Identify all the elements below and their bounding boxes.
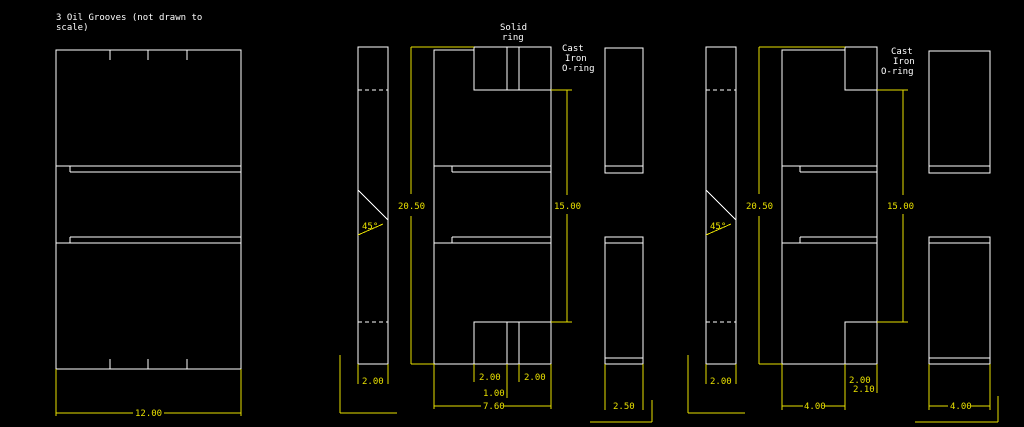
label-oring-b: O-ring (881, 67, 914, 77)
dim-400-a: 4.00 (804, 402, 826, 412)
dim-210: 2.10 (853, 385, 875, 395)
dim-1500-a: 15.00 (554, 202, 581, 212)
label-iron-b: Iron (893, 57, 915, 67)
dim-250: 2.50 (613, 402, 635, 412)
dim-2-b: 2.00 (710, 377, 732, 387)
view-solid-ring: Solid ring Cast Iron O-ring 20.50 15.00 … (398, 23, 595, 412)
dim-760: 7.60 (483, 402, 505, 412)
view-strip-b: 45° 2.00 (687, 46, 745, 414)
label-iron-a: Iron (565, 54, 587, 64)
drawing-title-line2: scale) (56, 23, 89, 33)
dim-1500-b: 15.00 (887, 202, 914, 212)
dim-12: 12.00 (135, 409, 162, 419)
view-ring-pieces-b: 4.00 (915, 50, 999, 423)
dim-2-a: 2.00 (362, 377, 384, 387)
dim-2050-b: 20.50 (746, 202, 773, 212)
dim-angle-b: 45° (710, 222, 726, 232)
view-main-block: 12.00 (55, 49, 242, 419)
dim-2-gap-b: 2.00 (524, 373, 546, 383)
label-cast-b: Cast (891, 47, 913, 57)
dim-400-b: 4.00 (950, 402, 972, 412)
label-ring: ring (502, 33, 524, 43)
block-outline (55, 49, 242, 370)
dim-2-gap-a: 2.00 (479, 373, 501, 383)
drawing-title-line1: 3 Oil Grooves (not drawn to (56, 13, 202, 23)
view-ring-pieces-a: 2.50 (590, 47, 653, 423)
view-strip-a: 45° 2.00 (339, 46, 397, 414)
dim-angle-a: 45° (362, 222, 378, 232)
dim-2-gap-c: 2.00 (849, 376, 871, 386)
view-cast-iron: Cast Iron O-ring 20.50 15.00 2.00 2.10 4… (746, 46, 915, 412)
label-oring-a: O-ring (562, 64, 595, 74)
label-solid: Solid (500, 23, 527, 33)
dim-1: 1.00 (483, 389, 505, 399)
dim-2050-a: 20.50 (398, 202, 425, 212)
label-cast-a: Cast (562, 44, 584, 54)
